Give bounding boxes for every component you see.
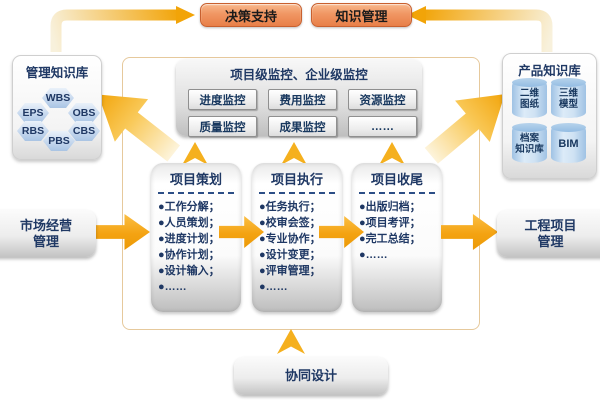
cylinder-body: [512, 82, 547, 118]
column-title: 项目执行: [270, 172, 323, 187]
list-item: ●评审管理；: [259, 265, 321, 277]
list-item: ●完工总结；: [359, 233, 421, 245]
list-item: ●……: [158, 281, 187, 293]
hexagon-pbs: PBS: [43, 131, 75, 151]
list-item: ●设计输入；: [158, 265, 220, 277]
more-monitor-button[interactable]: ……: [348, 116, 417, 137]
monitoring-button-grid: 进度监控 费用监控 资源监控 质量监控 成果监控 ……: [176, 83, 422, 137]
list-item: ●出版归档；: [359, 201, 421, 213]
monitoring-panel-title: 项目级监控、企业级监控: [230, 68, 368, 82]
list-item: ●项目考评；: [359, 217, 421, 229]
cylinder-body: [551, 127, 586, 163]
hexagon-rbs: RBS: [17, 121, 49, 141]
cylinder-label: 三维 模型: [558, 88, 578, 110]
cylinder-label: 档案 知识库: [515, 133, 544, 155]
dashed-divider: [359, 192, 435, 194]
up-arrow-planning: [182, 142, 208, 165]
decision-support-button[interactable]: 决策支持: [200, 3, 302, 27]
elbow-arrow-left: [50, 6, 195, 52]
list-item: ●专业协作；: [259, 233, 321, 245]
market-management-box: 市场经营 管理: [0, 210, 96, 257]
hexagon-eps: EPS: [17, 103, 49, 123]
column-project-closing: 项目收尾 ●出版归档； ●项目考评； ●完工总结； ●……: [352, 163, 442, 312]
cylinder-archive-kb: 档案 知识库: [512, 123, 547, 163]
cylinder-cap: [551, 123, 586, 132]
up-arrow-closing: [379, 142, 405, 165]
list-item: ●任务执行；: [259, 201, 321, 213]
hexagon-obs: OBS: [68, 103, 100, 123]
collaborative-design-box: 协同设计: [234, 357, 388, 395]
hexagon-wbs: WBS: [42, 88, 74, 108]
column-project-planning: 项目策划 ●工作分解； ●人员策划； ●进度计划； ●协作计划； ●设计输入； …: [151, 163, 241, 312]
hexagon-cbs: CBS: [68, 121, 100, 141]
cylinder-bim: BIM: [551, 123, 586, 163]
cylinder-2d-drawings: 二维 图纸: [512, 78, 547, 118]
cylinder-3d-model: 三维 模型: [551, 78, 586, 118]
cylinder-body: [512, 127, 547, 163]
management-kb-title: 管理知识库: [25, 66, 89, 80]
list-item: ●协作计划；: [158, 249, 220, 261]
dashed-divider: [259, 192, 335, 194]
quality-monitor-button[interactable]: 质量监控: [188, 116, 257, 137]
column-title: 项目收尾: [370, 172, 423, 187]
list-item: ●……: [259, 281, 288, 293]
product-kb-title: 产品知识库: [518, 64, 581, 78]
cost-monitor-button[interactable]: 费用监控: [268, 89, 337, 110]
cylinder-cap: [512, 78, 547, 87]
column-item-list: ●任务执行； ●校审会签； ●专业协作； ●设计变更； ●评审管理； ●……: [252, 197, 342, 295]
list-item: ●进度计划；: [158, 233, 220, 245]
column-item-list: ●出版归档； ●项目考评； ●完工总结； ●……: [352, 197, 442, 263]
list-item: ●……: [359, 249, 388, 261]
column-item-list: ●工作分解； ●人员策划； ●进度计划； ●协作计划； ●设计输入； ●……: [151, 197, 241, 295]
monitoring-panel: 项目级监控、企业级监控 进度监控 费用监控 资源监控 质量监控 成果监控 ……: [176, 59, 422, 137]
dashed-divider: [158, 192, 234, 194]
cylinder-cap: [551, 78, 586, 87]
list-item: ●工作分解；: [158, 201, 220, 213]
cylinder-label: 二维 图纸: [519, 88, 539, 110]
cylinder-cap: [512, 123, 547, 132]
up-arrow-collaborative-design: [277, 329, 305, 354]
elbow-arrow-right: [407, 6, 553, 52]
process-container-frame: [122, 57, 480, 330]
engineering-project-management-box: 工程项目 管理: [497, 210, 600, 257]
cylinder-label: BIM: [558, 138, 579, 151]
progress-monitor-button[interactable]: 进度监控: [188, 89, 257, 110]
result-monitor-button[interactable]: 成果监控: [268, 116, 337, 137]
list-item: ●设计变更；: [259, 249, 321, 261]
knowledge-management-button[interactable]: 知识管理: [311, 3, 412, 27]
list-item: ●人员策划；: [158, 217, 220, 229]
cylinder-body: [551, 82, 586, 118]
column-title: 项目策划: [169, 172, 222, 187]
list-item: ●校审会签；: [259, 217, 321, 229]
up-arrow-execution: [281, 142, 307, 165]
resource-monitor-button[interactable]: 资源监控: [348, 89, 417, 110]
